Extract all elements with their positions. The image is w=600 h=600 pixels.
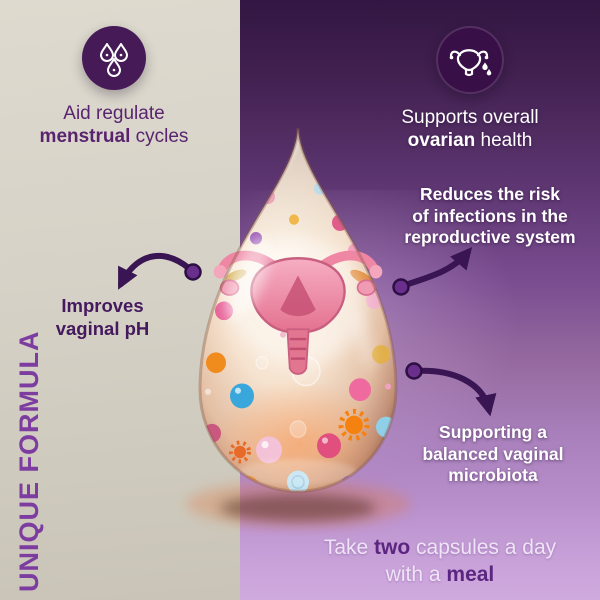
droplet-shadow [220, 494, 376, 522]
benefit-menstrual-cycles: Aid regulate menstrual cycles [30, 26, 198, 149]
benefit-ovarian-text: Supports overall ovarian health [401, 107, 538, 153]
text-line: menstrual cycles [39, 125, 189, 147]
uterus-icon [436, 26, 504, 94]
droplet-rim [198, 128, 398, 493]
callout-balanced-microbiota: Supporting a balanced vaginal microbiota [398, 422, 588, 487]
benefit-menstrual-text: Aid regulate menstrual cycles [40, 103, 189, 149]
text-line: Reduces the risk [419, 184, 561, 204]
text-line: Supporting a [439, 422, 547, 442]
dosage-instruction: Take two capsules a day with a meal [280, 534, 600, 589]
text-line: of infections in the [412, 205, 568, 226]
text-line: Aid regulate [63, 103, 165, 124]
text-line: Supports overall [401, 107, 539, 128]
text-line: microbiota [448, 465, 538, 486]
text-line: balanced vaginal [422, 443, 564, 464]
benefit-ovarian-health: Supports overall ovarian health [386, 26, 554, 153]
callout-improves-ph: Improves vaginal pH [30, 295, 175, 340]
dosage-line-1: Take two capsules a day [323, 536, 557, 559]
droplet-tip-tint [233, 128, 363, 257]
text-line: ovarian health [407, 129, 533, 151]
text-line: Improves [61, 295, 144, 316]
unique-formula-label: UNIQUE FORMULA [14, 330, 44, 592]
water-droplet-illustration [148, 122, 448, 537]
text-line: reproductive system [404, 227, 576, 248]
droplet-svg [186, 128, 410, 527]
droplets-icon [82, 26, 146, 90]
callout-reduces-infections: Reduces the risk of infections in the re… [388, 184, 592, 249]
text-line: vaginal pH [55, 317, 150, 339]
dosage-line-2: with a meal [385, 563, 495, 587]
